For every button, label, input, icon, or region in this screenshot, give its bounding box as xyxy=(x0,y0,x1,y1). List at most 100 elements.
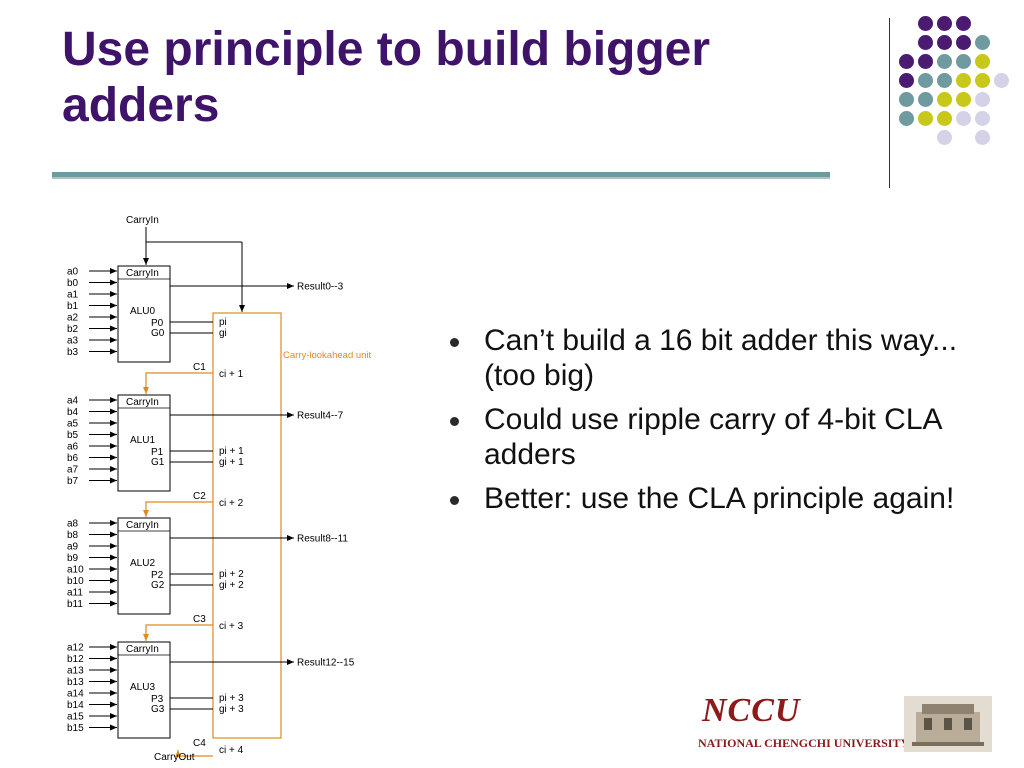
decorative-dot xyxy=(956,92,971,107)
lookahead-gi-label: gi + 3 xyxy=(219,704,244,715)
decorative-dot xyxy=(899,73,914,88)
alu-input-label: a0 xyxy=(67,267,79,278)
bullet-dot xyxy=(450,417,459,426)
carry-label: C1 xyxy=(193,362,206,373)
lookahead-ci-label: ci + 2 xyxy=(219,498,244,509)
lookahead-gi-label: gi + 2 xyxy=(219,580,244,591)
alu-input-label: a7 xyxy=(67,465,79,476)
alu-input-label: a13 xyxy=(67,666,84,677)
bullet-dot xyxy=(450,338,459,347)
bullet-text: Can’t build a 16 bit adder this way... (… xyxy=(484,324,958,392)
alu-input-label: a6 xyxy=(67,442,79,453)
carry-label: C2 xyxy=(193,491,206,502)
decorative-dot xyxy=(975,111,990,126)
alu-input-label: b6 xyxy=(67,453,79,464)
alu-input-label: a14 xyxy=(67,689,84,700)
lookahead-ci-label: ci + 4 xyxy=(219,745,244,756)
decorative-dot xyxy=(918,54,933,69)
decorative-dot xyxy=(899,92,914,107)
carry-label: C3 xyxy=(193,614,206,625)
alu-carryin-label: CarryIn xyxy=(126,520,159,531)
lookahead-ci-label: ci + 3 xyxy=(219,621,244,632)
alu-input-label: b2 xyxy=(67,324,79,335)
alu-input-label: b11 xyxy=(67,599,83,610)
decorative-dot xyxy=(956,54,971,69)
alu-input-label: a15 xyxy=(67,712,84,723)
alu-input-label: b14 xyxy=(67,700,84,711)
alu-g-label: G1 xyxy=(151,457,165,468)
alu-input-label: a12 xyxy=(67,643,84,654)
alu-name: ALU0 xyxy=(130,306,155,317)
alu-input-label: a8 xyxy=(67,519,79,530)
alu-input-label: b10 xyxy=(67,576,84,587)
carry-label: C4 xyxy=(193,738,206,749)
decorative-dot xyxy=(956,111,971,126)
alu-input-label: a2 xyxy=(67,313,79,324)
alu-input-label: a1 xyxy=(67,290,79,301)
decorative-dot xyxy=(918,111,933,126)
logo-script: NCCU xyxy=(702,692,801,729)
decorative-dot xyxy=(994,73,1009,88)
bullet-text: Better: use the CLA principle again! xyxy=(484,482,955,515)
decorative-dot xyxy=(918,16,933,31)
decorative-dot xyxy=(975,92,990,107)
alu-input-label: b4 xyxy=(67,407,79,418)
lookahead-pi-label: pi + 3 xyxy=(219,693,244,704)
carryout-wire xyxy=(175,750,213,757)
decorative-dot xyxy=(975,130,990,145)
alu-result-label: Result12--15 xyxy=(297,658,355,669)
decorative-dot xyxy=(975,35,990,50)
alu-input-label: b7 xyxy=(67,476,79,487)
carry-wire xyxy=(143,624,213,641)
carry-lookahead-unit xyxy=(212,312,282,739)
university-logo: NCCU NATIONAL CHENGCHI UNIVERSITY xyxy=(692,690,1002,754)
decorative-dot xyxy=(937,73,952,88)
lookahead-pi-label: pi xyxy=(219,317,227,328)
bullet-list: Can’t build a 16 bit adder this way... (… xyxy=(448,323,988,525)
alu-input-label: b1 xyxy=(67,301,79,312)
alu-input-label: b9 xyxy=(67,553,79,564)
alu-input-label: b0 xyxy=(67,278,79,289)
alu-p-label: P3 xyxy=(151,694,164,705)
decorative-dot xyxy=(975,73,990,88)
alu-name: ALU3 xyxy=(130,682,155,693)
alu-g-label: G3 xyxy=(151,704,165,715)
alu-box xyxy=(117,517,171,615)
carryout-label: CarryOut xyxy=(154,752,195,763)
alu-input-label: a3 xyxy=(67,336,79,347)
alu-box xyxy=(117,394,171,492)
decorative-dot xyxy=(937,111,952,126)
alu-p-label: P0 xyxy=(151,318,164,329)
top-carryin-label: CarryIn xyxy=(126,215,159,226)
bullet-dot xyxy=(450,496,459,505)
vertical-rule xyxy=(889,18,890,188)
alu-box xyxy=(117,265,171,363)
bullet-text: Could use ripple carry of 4-bit CLA adde… xyxy=(484,403,941,471)
lookahead-ci-label: ci + 1 xyxy=(219,369,244,380)
bullet-item: Better: use the CLA principle again! xyxy=(448,481,988,516)
alu-result-label: Result4--7 xyxy=(297,411,344,422)
alu-carryin-label: CarryIn xyxy=(126,644,159,655)
decorative-dot xyxy=(975,54,990,69)
building-seal-icon xyxy=(904,696,992,752)
alu-box xyxy=(117,641,171,739)
alu-input-label: b8 xyxy=(67,530,79,541)
alu-input-label: a5 xyxy=(67,419,79,430)
decorative-dot xyxy=(956,16,971,31)
alu-p-label: P1 xyxy=(151,447,164,458)
alu-g-label: G2 xyxy=(151,580,165,591)
alu-input-label: b15 xyxy=(67,723,84,734)
carry-wire xyxy=(143,501,213,517)
alu-result-label: Result8--11 xyxy=(297,534,348,545)
decorative-dot xyxy=(956,73,971,88)
title-underline xyxy=(52,172,830,179)
alu-input-label: a9 xyxy=(67,542,79,553)
logo-university-name: NATIONAL CHENGCHI UNIVERSITY xyxy=(698,736,910,750)
lookahead-pi-label: pi + 1 xyxy=(219,446,244,457)
decorative-dot xyxy=(937,16,952,31)
alu-p-label: P2 xyxy=(151,570,164,581)
bullet-item: Could use ripple carry of 4-bit CLA adde… xyxy=(448,402,988,472)
decorative-dot xyxy=(937,130,952,145)
alu-input-label: b3 xyxy=(67,347,79,358)
